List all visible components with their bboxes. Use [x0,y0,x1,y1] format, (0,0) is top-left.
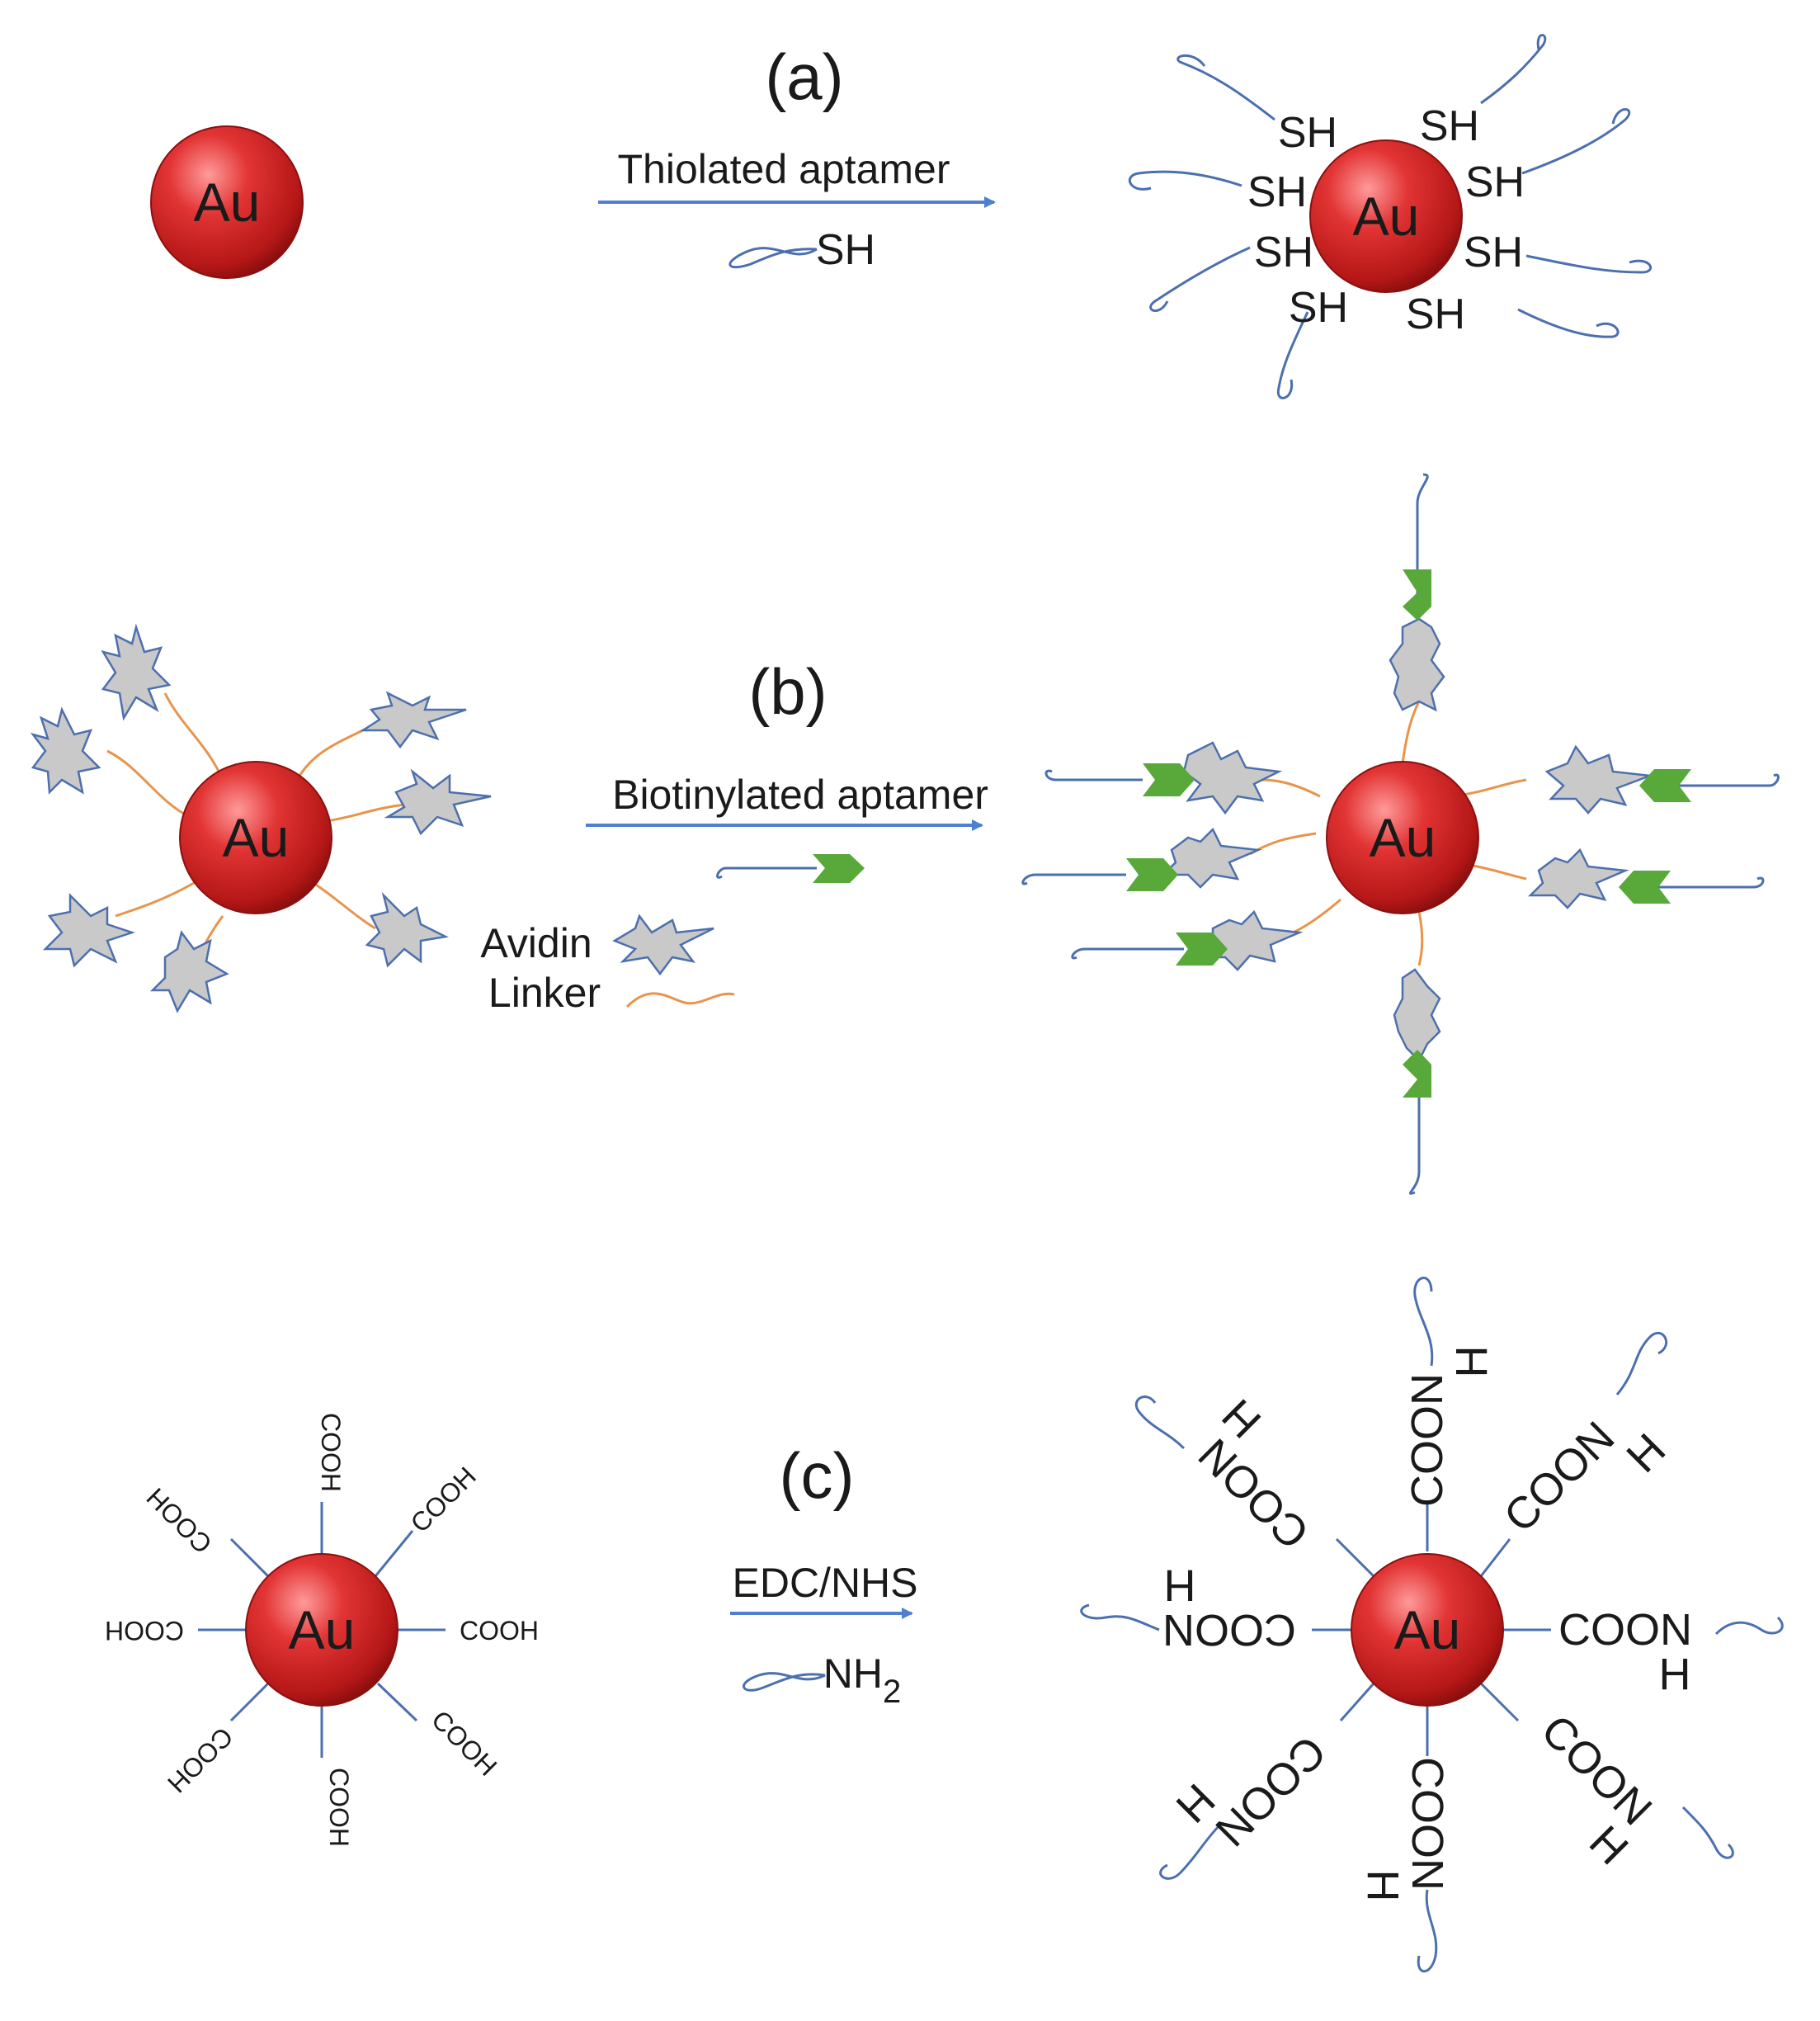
svg-text:COON: COON [1162,1605,1296,1655]
panel-c: (c) Au COOH COOH COOH COOH COOH COOH COO… [105,1277,1784,1973]
panel-a: (a) Au Thiolated aptamer SH Au [150,34,1653,399]
sh-group: SH [1247,168,1307,216]
sh-group: SH [1420,102,1479,150]
panel-b: (b) Au [30,473,1780,1195]
aptamer-strands-a [1128,34,1653,399]
amide-bonds-c [1312,1502,1551,1756]
gold-nanoparticle-c-product: Au COON H COON H COON H COON H [1080,1277,1784,1973]
avidin-proteins-b-product [1160,617,1651,1063]
aptamer-strands-c [1080,1277,1784,1973]
coonh-group: COON H [1358,1757,1452,1902]
biotin-icon [813,854,865,883]
sh-group: SH [1278,109,1337,157]
svg-text:COON: COON [1532,1706,1662,1835]
panel-a-label: (a) [765,40,843,113]
cooh-group: COOH [162,1721,238,1798]
aptamer-strand-icon [743,1672,826,1692]
coonh-group: COON H [1162,1561,1296,1655]
svg-text:H: H [1358,1870,1407,1902]
svg-text:COON: COON [1495,1413,1624,1542]
coonh-group: COON H [1495,1413,1676,1542]
reagent-biotinylated-aptamer: Biotinylated aptamer [612,772,988,818]
gold-nanoparticle-a-product: Au SH SH SH SH SH SH SH SH [1128,34,1653,399]
aptamer-strands-b [1021,473,1780,1195]
coonh-group: COON H [1190,1390,1319,1559]
sh-group: SH [1465,158,1525,206]
svg-text:COON: COON [1403,1757,1452,1891]
svg-text:Au: Au [289,1599,356,1660]
biotinylated-aptamer-icon [716,866,817,879]
cooh-group: COOH [141,1482,218,1559]
biotin-tags-b-product [1126,569,1691,1098]
cooh-group: COOH [105,1616,184,1646]
svg-text:Au: Au [1353,186,1420,247]
svg-text:H: H [1164,1561,1196,1610]
sh-group: SH [1406,290,1465,338]
svg-text:COON: COON [1403,1373,1452,1507]
reagent-thiolated-aptamer: Thiolated aptamer [617,146,950,192]
avidin-icon [612,914,714,976]
panel-b-label: (b) [748,655,827,728]
cooh-group: COOH [426,1705,502,1782]
reagent-sh-group: SH [816,226,875,274]
legend-avidin-label: Avidin [480,920,592,966]
cooh-group: COOH [324,1768,354,1847]
panel-c-label: (c) [780,1439,855,1512]
svg-text:Au: Au [194,172,261,233]
svg-text:COON: COON [1558,1605,1692,1655]
reagent-edc-nhs: EDC/NHS [732,1560,917,1606]
gold-nanoparticle-b-reactant: Au [30,623,492,1013]
svg-text:COON: COON [1206,1726,1336,1856]
gold-nanoparticle-b-product: Au [1021,473,1780,1195]
gold-nanoparticle-c-reactant: Au COOH COOH COOH COOH COOH COOH COOH CO… [105,1413,539,1847]
coonh-group: COON H [1403,1346,1497,1508]
cooh-group: COOH [316,1413,346,1492]
reagent-nh2-group: NH2 [823,1650,901,1710]
svg-text:H: H [1659,1650,1691,1699]
cooh-group: COOH [460,1616,539,1646]
sh-group: SH [1254,229,1313,276]
coonh-group: COON H [1167,1726,1336,1856]
coonh-group: COON H [1532,1706,1662,1875]
svg-text:COON: COON [1190,1429,1319,1559]
svg-text:H: H [1617,1424,1675,1482]
svg-text:Au: Au [1394,1599,1461,1660]
svg-text:Au: Au [223,807,290,868]
svg-text:H: H [1447,1346,1497,1378]
sh-group: SH [1289,284,1348,332]
svg-text:Au: Au [1370,807,1436,868]
legend-linker-label: Linker [488,970,601,1016]
linker-icon [625,992,735,1008]
aptamer-strand-icon [728,247,818,269]
sh-group: SH [1464,229,1523,276]
surface-bonds-c [198,1502,446,1758]
gold-nanoparticle-a-reactant: Au [150,125,304,279]
cooh-group: COOH [405,1461,482,1538]
avidin-proteins-b [30,623,492,1013]
coonh-group: COON H [1558,1605,1692,1699]
